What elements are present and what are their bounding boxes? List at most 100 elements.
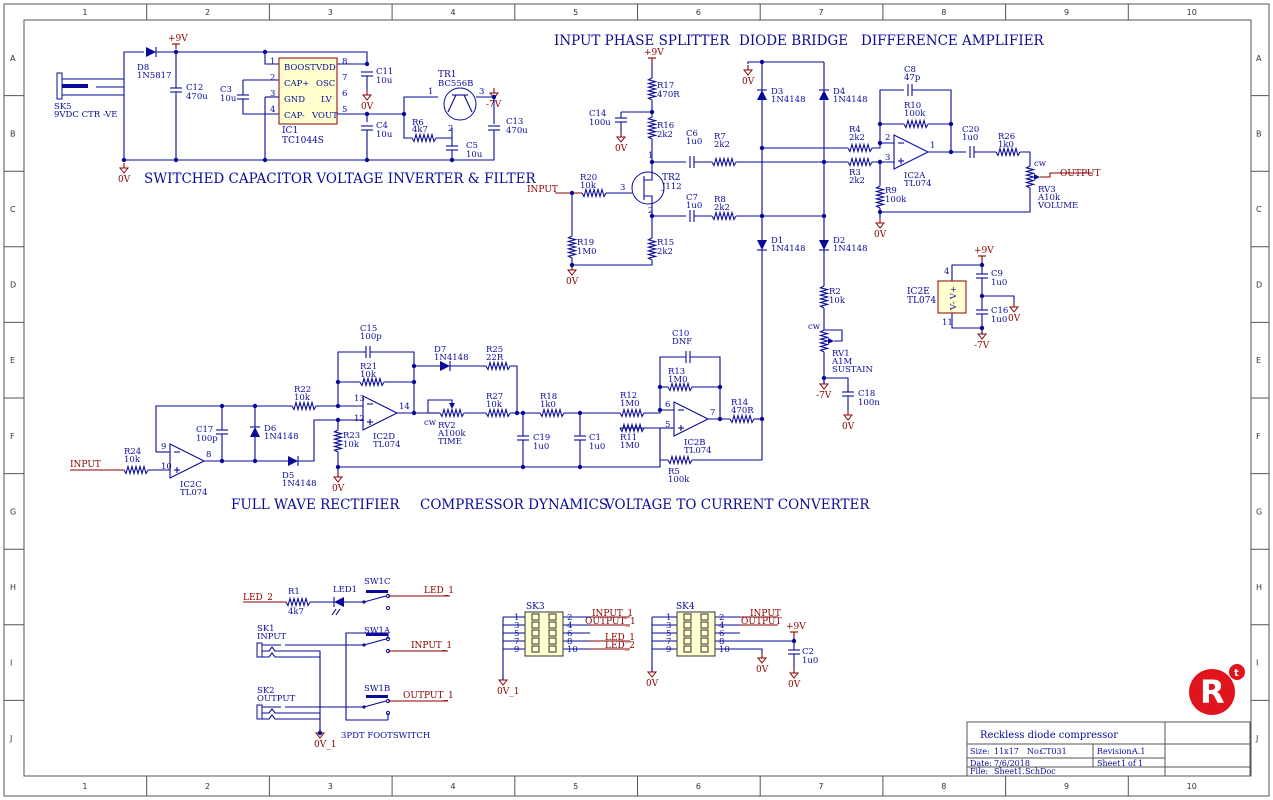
cap-ref-c19: C19 (533, 433, 550, 443)
header-pin (548, 629, 557, 637)
row-label-left: J (9, 734, 12, 743)
col-label-bottom: 7 (819, 782, 824, 791)
sk4-pin-left: 9 (666, 645, 671, 655)
cap-value-c1: 1u0 (589, 442, 605, 452)
junction (948, 121, 954, 127)
ground-arrow (646, 671, 658, 678)
header-pin (531, 637, 540, 645)
rail-label: -7V (974, 341, 990, 351)
junction (577, 410, 583, 416)
ground-r19: 0V (566, 265, 579, 287)
ground-c2: 0V (788, 668, 801, 690)
switch-ref-sw1a: SW1A (364, 626, 391, 636)
resistor-body (667, 454, 693, 466)
resistor-body (359, 376, 385, 388)
ic1-pin-osc: OSC (316, 79, 335, 89)
ground-label: 0V (118, 175, 131, 185)
sk3-ref: SK3 (526, 602, 545, 612)
sk3-pin-right: 10 (567, 645, 578, 655)
jack-value-sk1: INPUT (257, 632, 287, 642)
ic1-pin-vout: VOUT (311, 111, 338, 121)
tr1-value: BC556B (438, 79, 473, 89)
net-input-rectifier: INPUT (70, 460, 101, 470)
net-led-2-sk3: LED_2 (605, 641, 635, 651)
power-rail: +9V (644, 48, 664, 63)
resistor-ref-r6: R6 (412, 118, 424, 128)
pot-name-rv3: VOLUME (1037, 201, 1078, 211)
sk3-pin-left: 9 (514, 645, 519, 655)
ground-arrow (874, 222, 886, 229)
wire (824, 329, 843, 342)
resistor-body (903, 118, 929, 130)
row-label-left: C (10, 205, 16, 214)
tr2-pin-1: 1 (648, 151, 653, 161)
switch-actuator (366, 590, 388, 593)
wire (644, 162, 653, 181)
wire (155, 405, 292, 452)
ic1-pin-capp: CAP+ (284, 79, 309, 89)
ic2e-ref: IC2E (907, 287, 930, 297)
wire (740, 648, 763, 653)
pot-value-rv2: A100k (437, 429, 466, 439)
header-pin (700, 621, 709, 629)
resistor-value-r24: 10k (124, 455, 141, 465)
resistor-value-r10: 100k (904, 109, 926, 119)
transistor-circle (443, 87, 477, 121)
row-label-right: D (1256, 281, 1262, 290)
pin-ic2c-out: 8 (206, 450, 211, 460)
opamp-body (169, 443, 206, 479)
cap-ref-c13: C13 (506, 117, 523, 127)
diode-value-d7: 1N4148 (434, 353, 468, 363)
col-label-bottom: 10 (1187, 782, 1197, 791)
col-label-bottom: 5 (573, 782, 578, 791)
ground-sk4-b: 0V (756, 653, 769, 675)
resistor-body (485, 360, 511, 372)
tb-file: Sheet1.SchDoc (994, 767, 1056, 776)
cap-ref-c12: C12 (186, 83, 203, 93)
header-pin (548, 637, 557, 645)
tr2-pin-3: 3 (620, 183, 625, 193)
ground-arrow (842, 414, 854, 421)
wire (747, 61, 762, 64)
tb-sheet-total: 1 (1138, 759, 1143, 768)
sk4-pin-left: 7 (666, 637, 671, 647)
pot-ref-rv1: RV1 (832, 349, 850, 359)
pot-body (1024, 165, 1036, 189)
junction (317, 730, 323, 736)
resistor-body (847, 142, 873, 154)
opamp-ref-ic2a: IC2A (904, 171, 926, 181)
resistor-ref-r18: R18 (540, 392, 557, 402)
cw-rv3: cw (1034, 159, 1047, 169)
sk4-ref: SK4 (676, 602, 695, 612)
logo-sup: t (1234, 668, 1239, 679)
section-dynamics: COMPRESSOR DYNAMICS (420, 497, 608, 513)
wire (345, 632, 389, 721)
junction (262, 49, 268, 55)
transistor-leg (447, 94, 457, 113)
pin-ic2a-noninv: 3 (885, 153, 890, 163)
ground-label: 0V (332, 484, 345, 494)
junction (577, 464, 583, 470)
row-label-right: G (1256, 507, 1262, 516)
ic2e-body: V- V+ (949, 286, 959, 311)
cw-rv2: cw (424, 418, 437, 428)
diode-value-d1: 1N4148 (771, 244, 805, 254)
tb-rev: A.1 (1131, 747, 1145, 756)
pot-ref-rv2: RV2 (438, 421, 456, 431)
rail-label: +9V (644, 48, 664, 58)
rail-arrow (488, 92, 500, 99)
col-label-top: 3 (328, 8, 333, 17)
wire (690, 356, 721, 419)
